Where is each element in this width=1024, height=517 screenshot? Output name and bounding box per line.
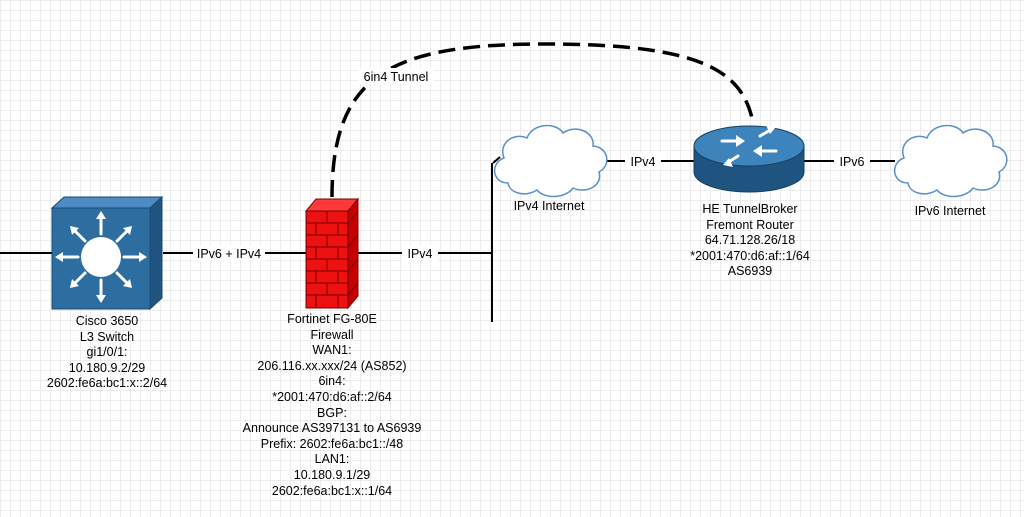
internet-router-label-bg [625,153,661,169]
tunnel-label: 6in4 Tunnel [364,70,429,84]
switch-role: L3 Switch [79,329,135,344]
switch-port: gi1/0/1: [86,345,128,360]
tunnel-dashed-link [330,42,754,198]
router-ipv6-label: IPv6 [839,155,864,169]
switch-ipv6: 2602:fe6a:bc1:x::2/64 [46,376,168,391]
router-location: Fremont Router [706,217,794,232]
firewall-bgp-announce: Announce AS397131 to AS6939 [242,421,422,436]
router-name: HE TunnelBroker [702,202,798,216]
firewall-6in4-ip: *2001:470:d6:af::2/64 [272,389,392,404]
router-ipv4: 64.71.128.26/18 [704,233,796,248]
switch-ipv4: 10.180.9.2/29 [68,360,146,375]
ipv6-internet-cloud-icon [894,124,1008,198]
ipv6-internet-label: IPv6 Internet [915,204,986,218]
router-icon [693,125,805,193]
firewall-lan-ipv6: 2602:fe6a:bc1:x::1/64 [271,483,393,498]
firewall-lan-ipv4: 10.180.9.1/29 [293,467,371,482]
router-label-block: HE TunnelBroker Fremont Router 64.71.128… [690,202,810,280]
firewall-internet-label-bg [402,245,438,261]
cloud-stub-link [492,156,501,164]
firewall-icon [304,197,360,310]
firewall-wan-ip: 206.116.xx.xxx/24 (AS852) [257,358,407,373]
switch-model: Cisco 3650 [75,314,139,328]
switch-label-block: Cisco 3650 L3 Switch gi1/0/1: 10.180.9.2… [47,314,167,392]
firewall-model: Fortinet FG-80E [287,312,377,326]
firewall-bgp-prefix: Prefix: 2602:fe6a:bc1::/48 [260,436,404,451]
firewall-lan-heading: LAN1: [314,452,350,467]
firewall-label-block: Fortinet FG-80E Firewall WAN1: 206.116.x… [243,312,422,499]
ipv4-internet-label: IPv4 Internet [514,199,585,213]
l3-switch-icon [50,195,164,311]
firewall-wan-heading: WAN1: [312,343,352,358]
switch-firewall-label: IPv6 + IPv4 [197,247,261,261]
router-ipv6-label-bg [834,153,870,169]
ipv4-internet-cloud-icon [494,124,608,198]
tunnel-label-bg [358,68,434,84]
firewall-role: Firewall [310,327,354,342]
router-asn: AS6939 [727,264,773,279]
switch-firewall-label-bg [193,245,265,261]
firewall-internet-label: IPv4 [407,247,432,261]
internet-router-label: IPv4 [630,155,655,169]
firewall-bgp-heading: BGP: [317,405,347,420]
router-ipv6: *2001:470:d6:af::1/64 [690,248,810,263]
firewall-6in4-heading: 6in4: [318,374,346,389]
